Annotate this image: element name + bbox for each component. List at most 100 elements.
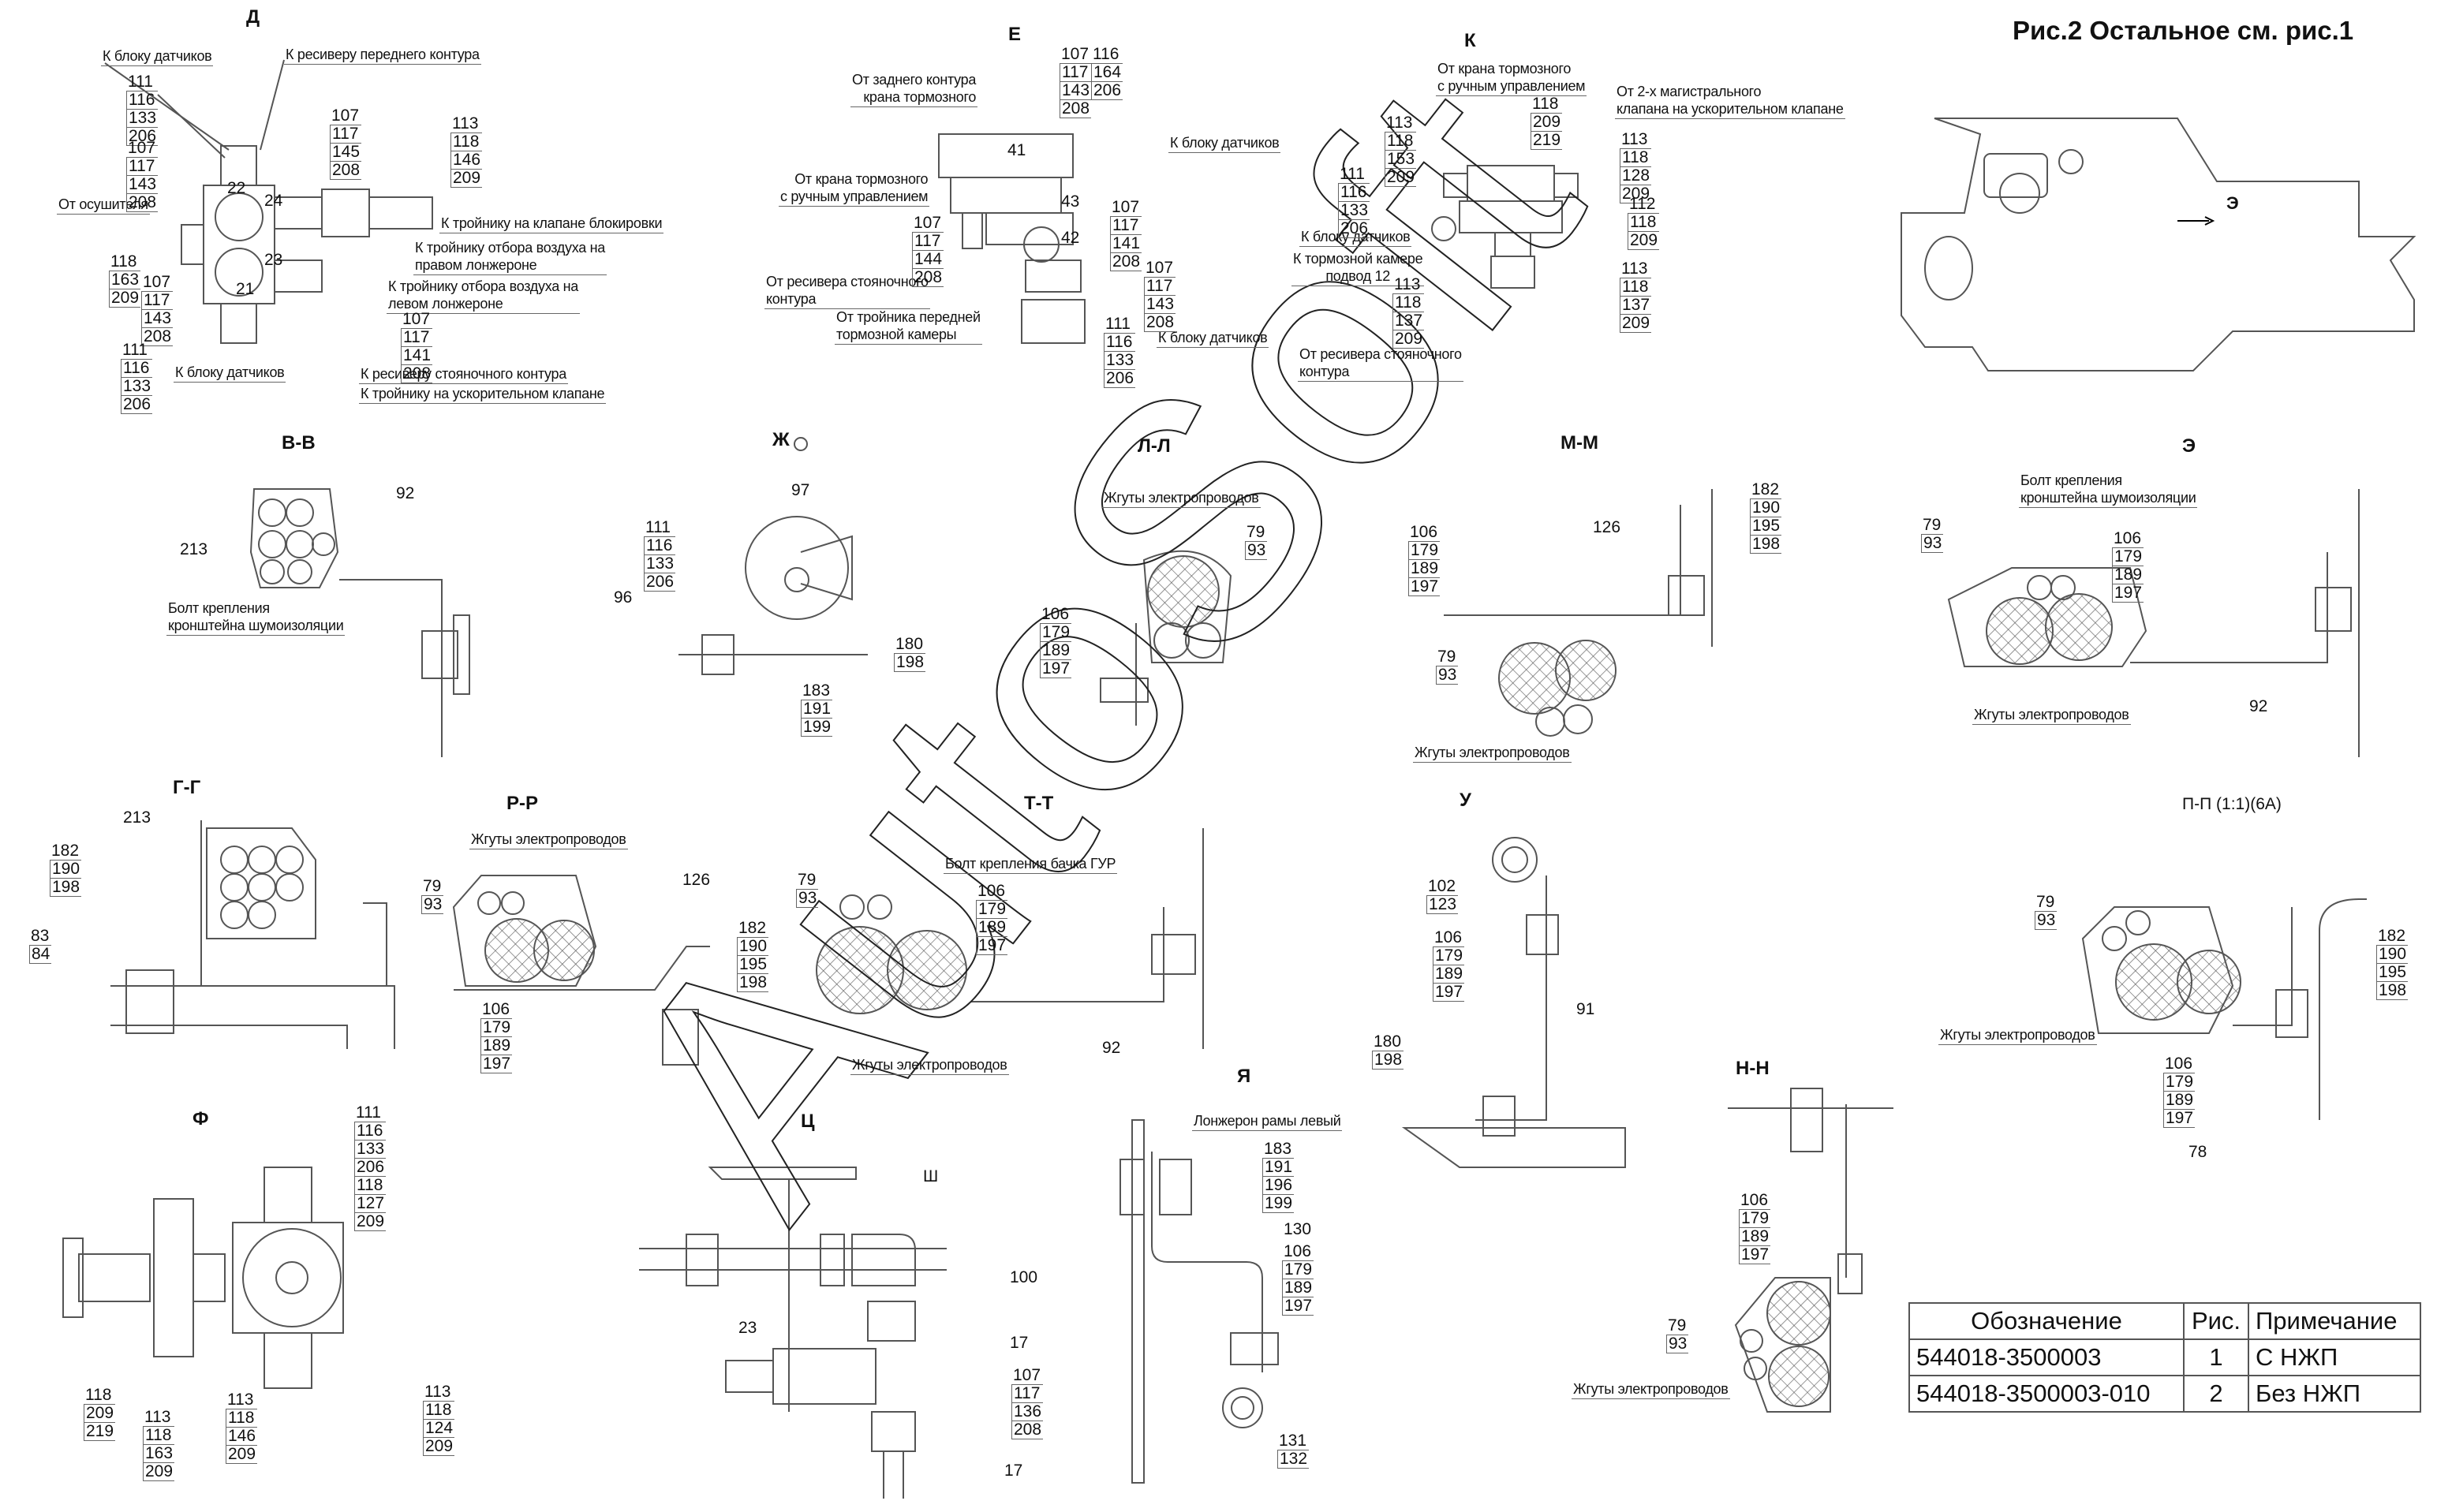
callout-number: 106 — [1408, 524, 1441, 542]
callout-number: 191 — [801, 700, 833, 719]
column-header-designation: Обозначение — [1908, 1302, 2185, 1340]
leader-label: Болт крепления кронштейна шумоизоляции — [166, 599, 346, 636]
callout-number: 92 — [1102, 1039, 1121, 1057]
callout-number: 112 — [1628, 196, 1660, 214]
leader-label: К тройнику на ускорительном клапане — [359, 385, 607, 404]
sheet-title: Рис.2 Остальное см. рис.1 — [2013, 16, 2354, 45]
port-number: 24 — [264, 192, 283, 210]
port-number: 41 — [1007, 141, 1026, 159]
callout-number: 180 — [1372, 1033, 1404, 1051]
figure-cell: 1 — [2183, 1338, 2249, 1376]
cable-bundle-mm-drawing — [1444, 489, 1713, 737]
cable-bundle-tt-drawing — [816, 828, 1204, 1049]
callout-number: 182 — [50, 842, 82, 861]
callout-number: 209 — [354, 1213, 387, 1231]
view-title: Ф — [192, 1108, 209, 1129]
callout-number: 206 — [121, 396, 153, 414]
callout-number: 107 — [912, 215, 944, 233]
callout-number: 197 — [1408, 578, 1441, 596]
callout-number: 163 — [109, 271, 141, 289]
callout-number: 208 — [1060, 100, 1092, 118]
callout-number: 118 — [450, 133, 483, 151]
callout-number: 208 — [141, 328, 174, 346]
note-cell: С НЖП — [2248, 1338, 2421, 1376]
callout-number: 118 — [143, 1427, 175, 1445]
callout-number: 209 — [1531, 114, 1563, 132]
table-row: 544018-3500003 1 С НЖП — [1908, 1338, 2421, 1376]
leader-label: От ресивера стояночного контура — [1298, 345, 1463, 382]
callout-number: 107 — [1110, 199, 1142, 217]
view-title: М-М — [1561, 432, 1598, 454]
callout-number: 133 — [126, 110, 159, 128]
view-title: Я — [1237, 1066, 1251, 1087]
specification-table: Обозначение Рис. Примечание 544018-35000… — [1908, 1302, 2421, 1413]
callout-number: 189 — [2163, 1092, 2196, 1110]
callout-number: 189 — [2112, 566, 2144, 584]
callout-number: 106 — [1040, 606, 1072, 624]
callout-number: 117 — [126, 158, 159, 176]
callout-number: 118 — [354, 1177, 387, 1195]
callout-number: 197 — [1040, 660, 1072, 678]
callout-number: 111 — [644, 519, 676, 537]
callout-number: 117 — [1110, 217, 1142, 235]
view-title: Е — [1008, 24, 1022, 45]
callout-number: 208 — [401, 365, 433, 383]
callout-number: 209 — [226, 1446, 258, 1464]
callout-number: 219 — [84, 1423, 116, 1441]
cable-bundle-ll-drawing — [1100, 550, 1232, 726]
callout-number: 143 — [126, 176, 159, 194]
callout-number: 23 — [738, 1319, 757, 1337]
callout-number: 118 — [1392, 294, 1425, 312]
callout-number: 79 — [421, 878, 444, 896]
view-title: Л-Л — [1138, 435, 1171, 457]
callout-number: 208 — [330, 162, 362, 180]
leader-label: Жгуты электропроводов — [1972, 706, 2131, 725]
table-row: 544018-3500003-010 2 Без НЖП — [1908, 1375, 2421, 1413]
callout-number: 130 — [1284, 1220, 1312, 1238]
callout-number: 97 — [791, 481, 810, 499]
callout-number: 116 — [121, 360, 153, 378]
view-title: Р-Р — [506, 793, 539, 814]
callout-number: 124 — [423, 1420, 455, 1438]
callout-number: 198 — [50, 879, 82, 897]
callout-number: 117 — [1060, 64, 1092, 82]
callout-number: 116 — [126, 91, 159, 110]
callout-number: 102 — [1426, 878, 1459, 896]
callout-number: 116 — [1091, 46, 1123, 64]
figure-cell: 2 — [2183, 1375, 2249, 1413]
callout-number: 179 — [1282, 1261, 1314, 1279]
callout-number: 209 — [143, 1463, 175, 1481]
designation-cell: 544018-3500003 — [1908, 1338, 2185, 1376]
callout-number: 179 — [1433, 947, 1465, 965]
callout-number: 106 — [1433, 929, 1465, 947]
callout-number: 83 — [29, 928, 52, 946]
leader-label: От крана тормозного с ручным управлением — [779, 170, 930, 207]
callout-number: 190 — [2376, 946, 2409, 964]
callout-number: Ш — [923, 1167, 939, 1185]
leader-label: К блоку датчиков — [1299, 228, 1412, 247]
callout-number: 206 — [354, 1159, 387, 1177]
callout-number: 79 — [2035, 894, 2058, 912]
callout-number: 208 — [126, 194, 159, 212]
frame-overview-drawing — [1901, 118, 2416, 371]
callout-number: 198 — [737, 974, 769, 992]
callout-number: 163 — [143, 1445, 175, 1463]
leader-label: К блоку датчиков — [1157, 329, 1269, 348]
